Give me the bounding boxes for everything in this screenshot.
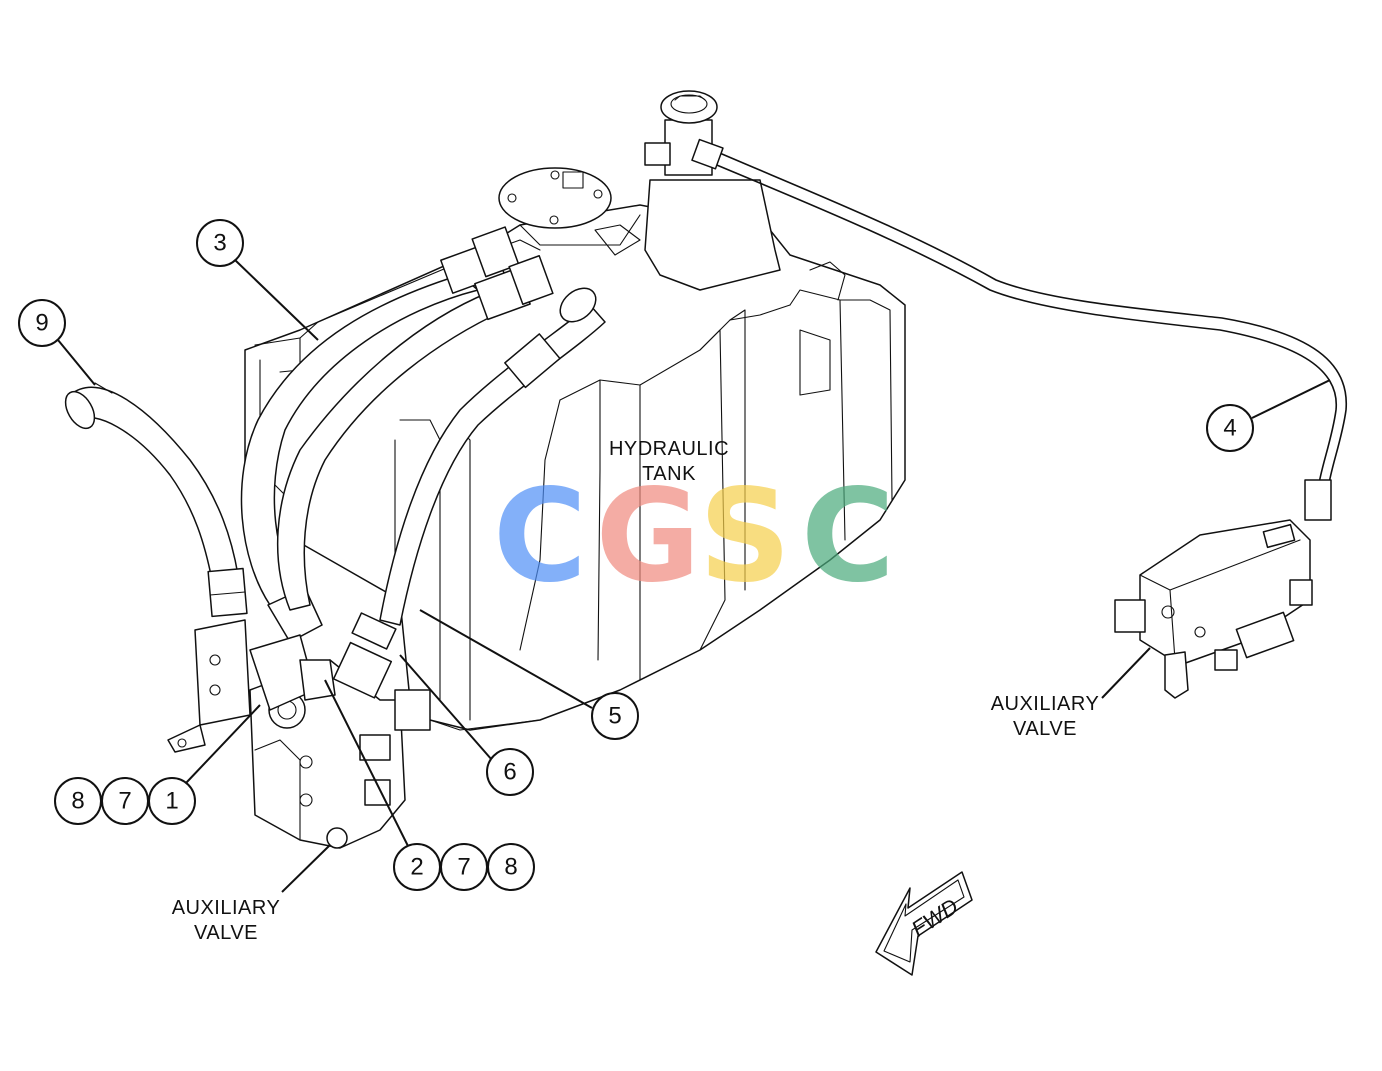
right-auxiliary-valve-label: AUXILIARY VALVE <box>991 693 1100 740</box>
watermark-letter-g: G <box>595 462 700 611</box>
left-auxiliary-valve <box>167 619 431 849</box>
callout-6: 6 <box>486 748 534 796</box>
hose-return <box>276 254 554 611</box>
callout-4: 4 <box>1206 404 1254 452</box>
filter-head <box>498 167 641 256</box>
tank-filler-neck <box>644 90 781 291</box>
svg-text:6: 6 <box>503 759 516 786</box>
hydraulic-tank-label: HYDRAULIC TANK <box>609 438 729 485</box>
svg-text:VALVE: VALVE <box>1013 718 1077 740</box>
hose-6 <box>351 287 606 650</box>
svg-text:9: 9 <box>35 310 48 337</box>
svg-text:5: 5 <box>608 703 621 730</box>
hydraulic-tank <box>244 204 906 731</box>
callout-3: 3 <box>196 219 244 267</box>
svg-text:VALVE: VALVE <box>194 922 258 944</box>
svg-text:2: 2 <box>410 854 423 881</box>
leader-lines <box>57 259 1331 893</box>
callout-5: 5 <box>591 692 639 740</box>
watermark-letter-c1: C <box>493 462 587 611</box>
left-auxiliary-valve-label: AUXILIARY VALVE <box>172 897 281 944</box>
svg-text:7: 7 <box>457 854 470 881</box>
hose-4 <box>644 138 1347 521</box>
svg-text:3: 3 <box>213 230 226 257</box>
svg-text:4: 4 <box>1223 415 1236 442</box>
hose-9 <box>64 382 248 618</box>
svg-text:AUXILIARY: AUXILIARY <box>172 897 281 919</box>
callout-9: 9 <box>18 299 66 347</box>
cgsc-watermark: C G S C <box>493 462 895 611</box>
watermark-letter-s: S <box>699 462 791 611</box>
svg-text:TANK: TANK <box>642 463 696 485</box>
right-auxiliary-valve <box>1114 519 1313 699</box>
svg-text:1: 1 <box>165 788 178 815</box>
svg-text:AUXILIARY: AUXILIARY <box>991 693 1100 715</box>
fwd-direction-arrow: FWD <box>875 871 973 976</box>
watermark-letter-c2: C <box>801 462 895 611</box>
svg-text:HYDRAULIC: HYDRAULIC <box>609 438 729 460</box>
svg-text:8: 8 <box>71 788 84 815</box>
callout-group-2-7-8: 2 7 8 <box>393 843 535 891</box>
callout-group-8-7-1: 8 7 1 <box>54 777 196 825</box>
svg-text:8: 8 <box>504 854 517 881</box>
svg-text:7: 7 <box>118 788 131 815</box>
